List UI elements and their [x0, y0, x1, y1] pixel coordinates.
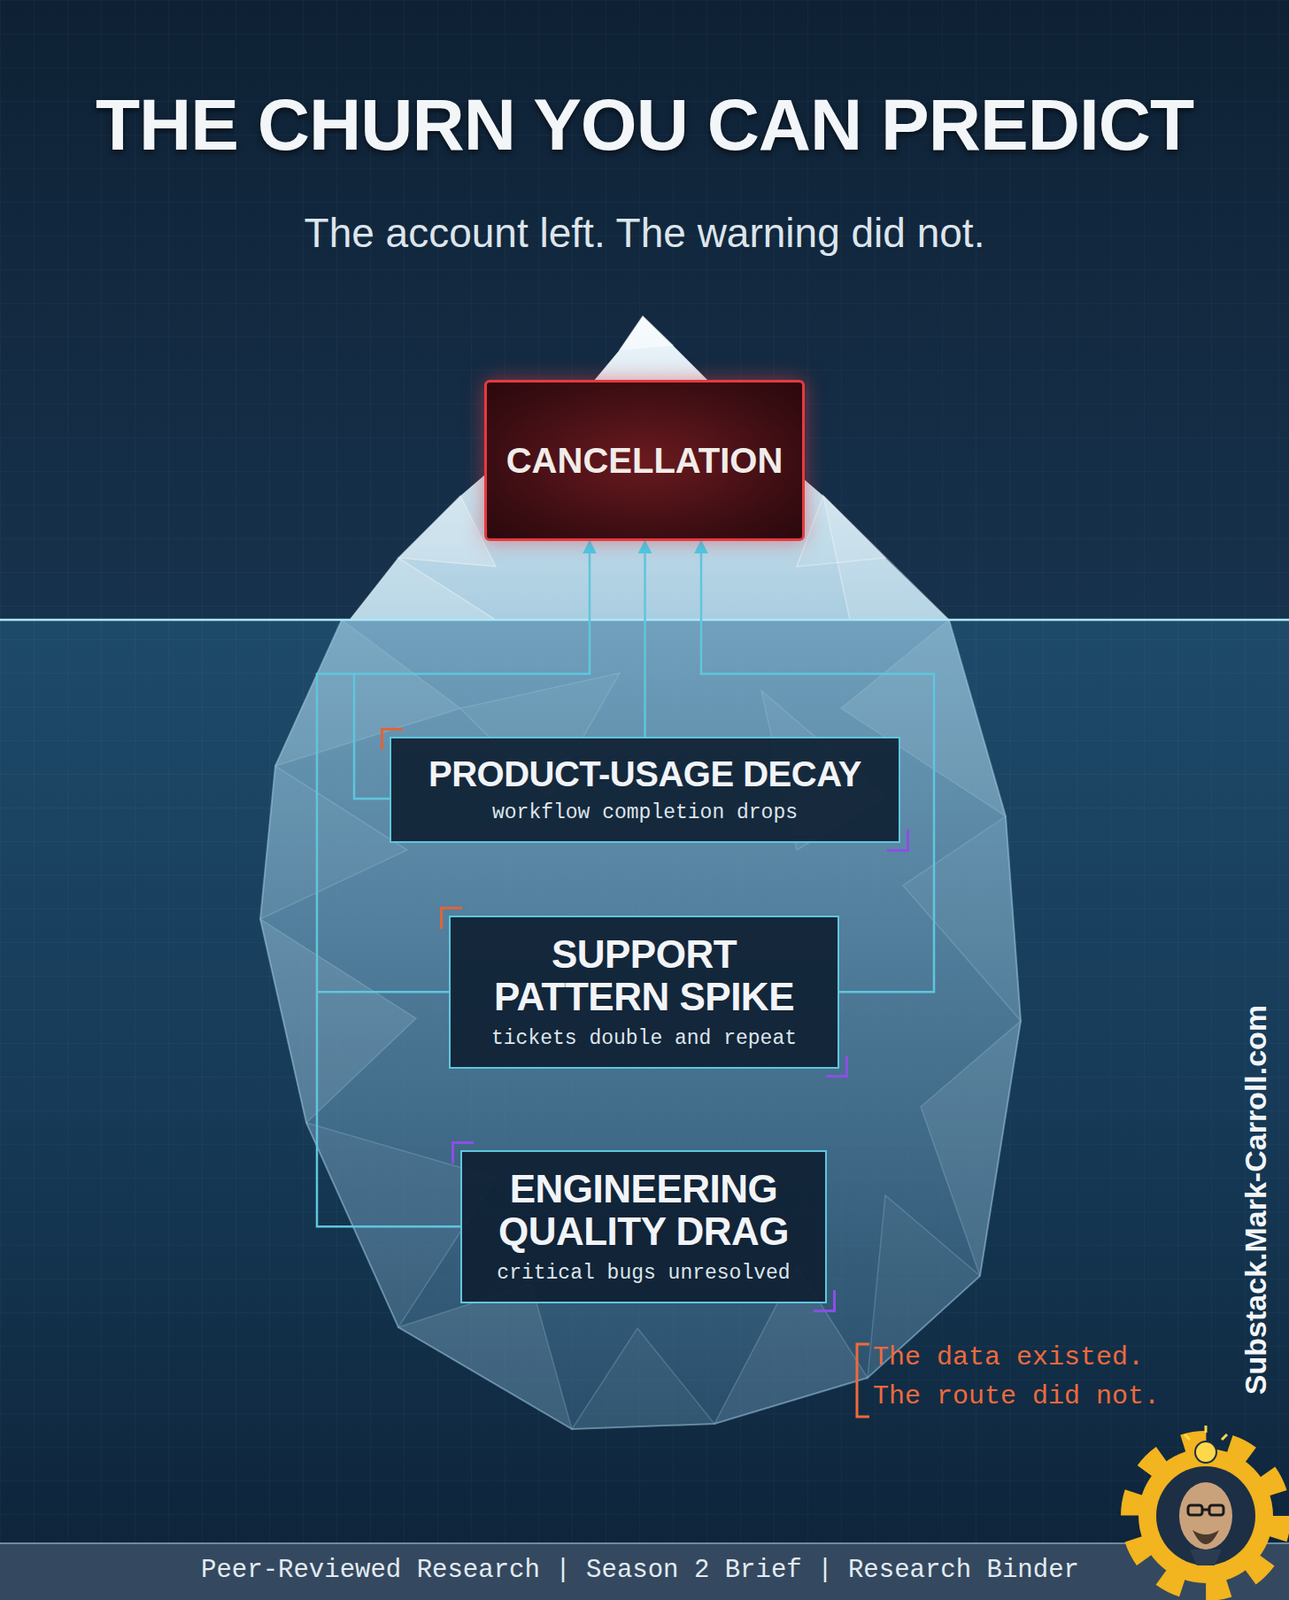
- box-heading: CANCELLATION: [506, 440, 784, 480]
- box-detail: workflow completion drops: [403, 800, 887, 827]
- box-heading: ENGINEERING QUALITY DRAG: [474, 1167, 813, 1254]
- footer-text: Peer-Reviewed Research | Season 2 Brief …: [0, 1551, 1289, 1591]
- subtitle: The account left. The warning did not.: [0, 208, 1289, 258]
- box-detail: tickets double and repeat: [463, 1026, 826, 1053]
- box-detail: critical bugs unresolved: [474, 1260, 813, 1288]
- watermark: Substack.Mark-Carroll.com: [1238, 1004, 1274, 1395]
- logo-gear: [1131, 1425, 1281, 1591]
- connector-arrow: [643, 540, 647, 737]
- iceberg-underwater: [260, 619, 1021, 1429]
- outcome-box: CANCELLATION: [484, 379, 805, 541]
- footer-bar: [0, 1543, 1289, 1600]
- bus-stub: [316, 990, 449, 994]
- signal-box: SUPPORT PATTERN SPIKE tickets double and …: [448, 915, 840, 1069]
- box-heading: SUPPORT PATTERN SPIKE: [463, 933, 826, 1019]
- title: THE CHURN YOU CAN PREDICT: [0, 84, 1289, 165]
- signal-box: ENGINEERING QUALITY DRAG critical bugs un…: [460, 1150, 827, 1304]
- box-heading: PRODUCT-USAGE DECAY: [403, 754, 887, 794]
- signal-box: PRODUCT-USAGE DECAY workflow completion d…: [389, 736, 901, 843]
- note-bracket: [856, 1343, 870, 1417]
- note: The data existed. The route did not.: [872, 1338, 1183, 1416]
- connector-arrow: [316, 540, 590, 1227]
- iceberg-tip: [349, 316, 950, 620]
